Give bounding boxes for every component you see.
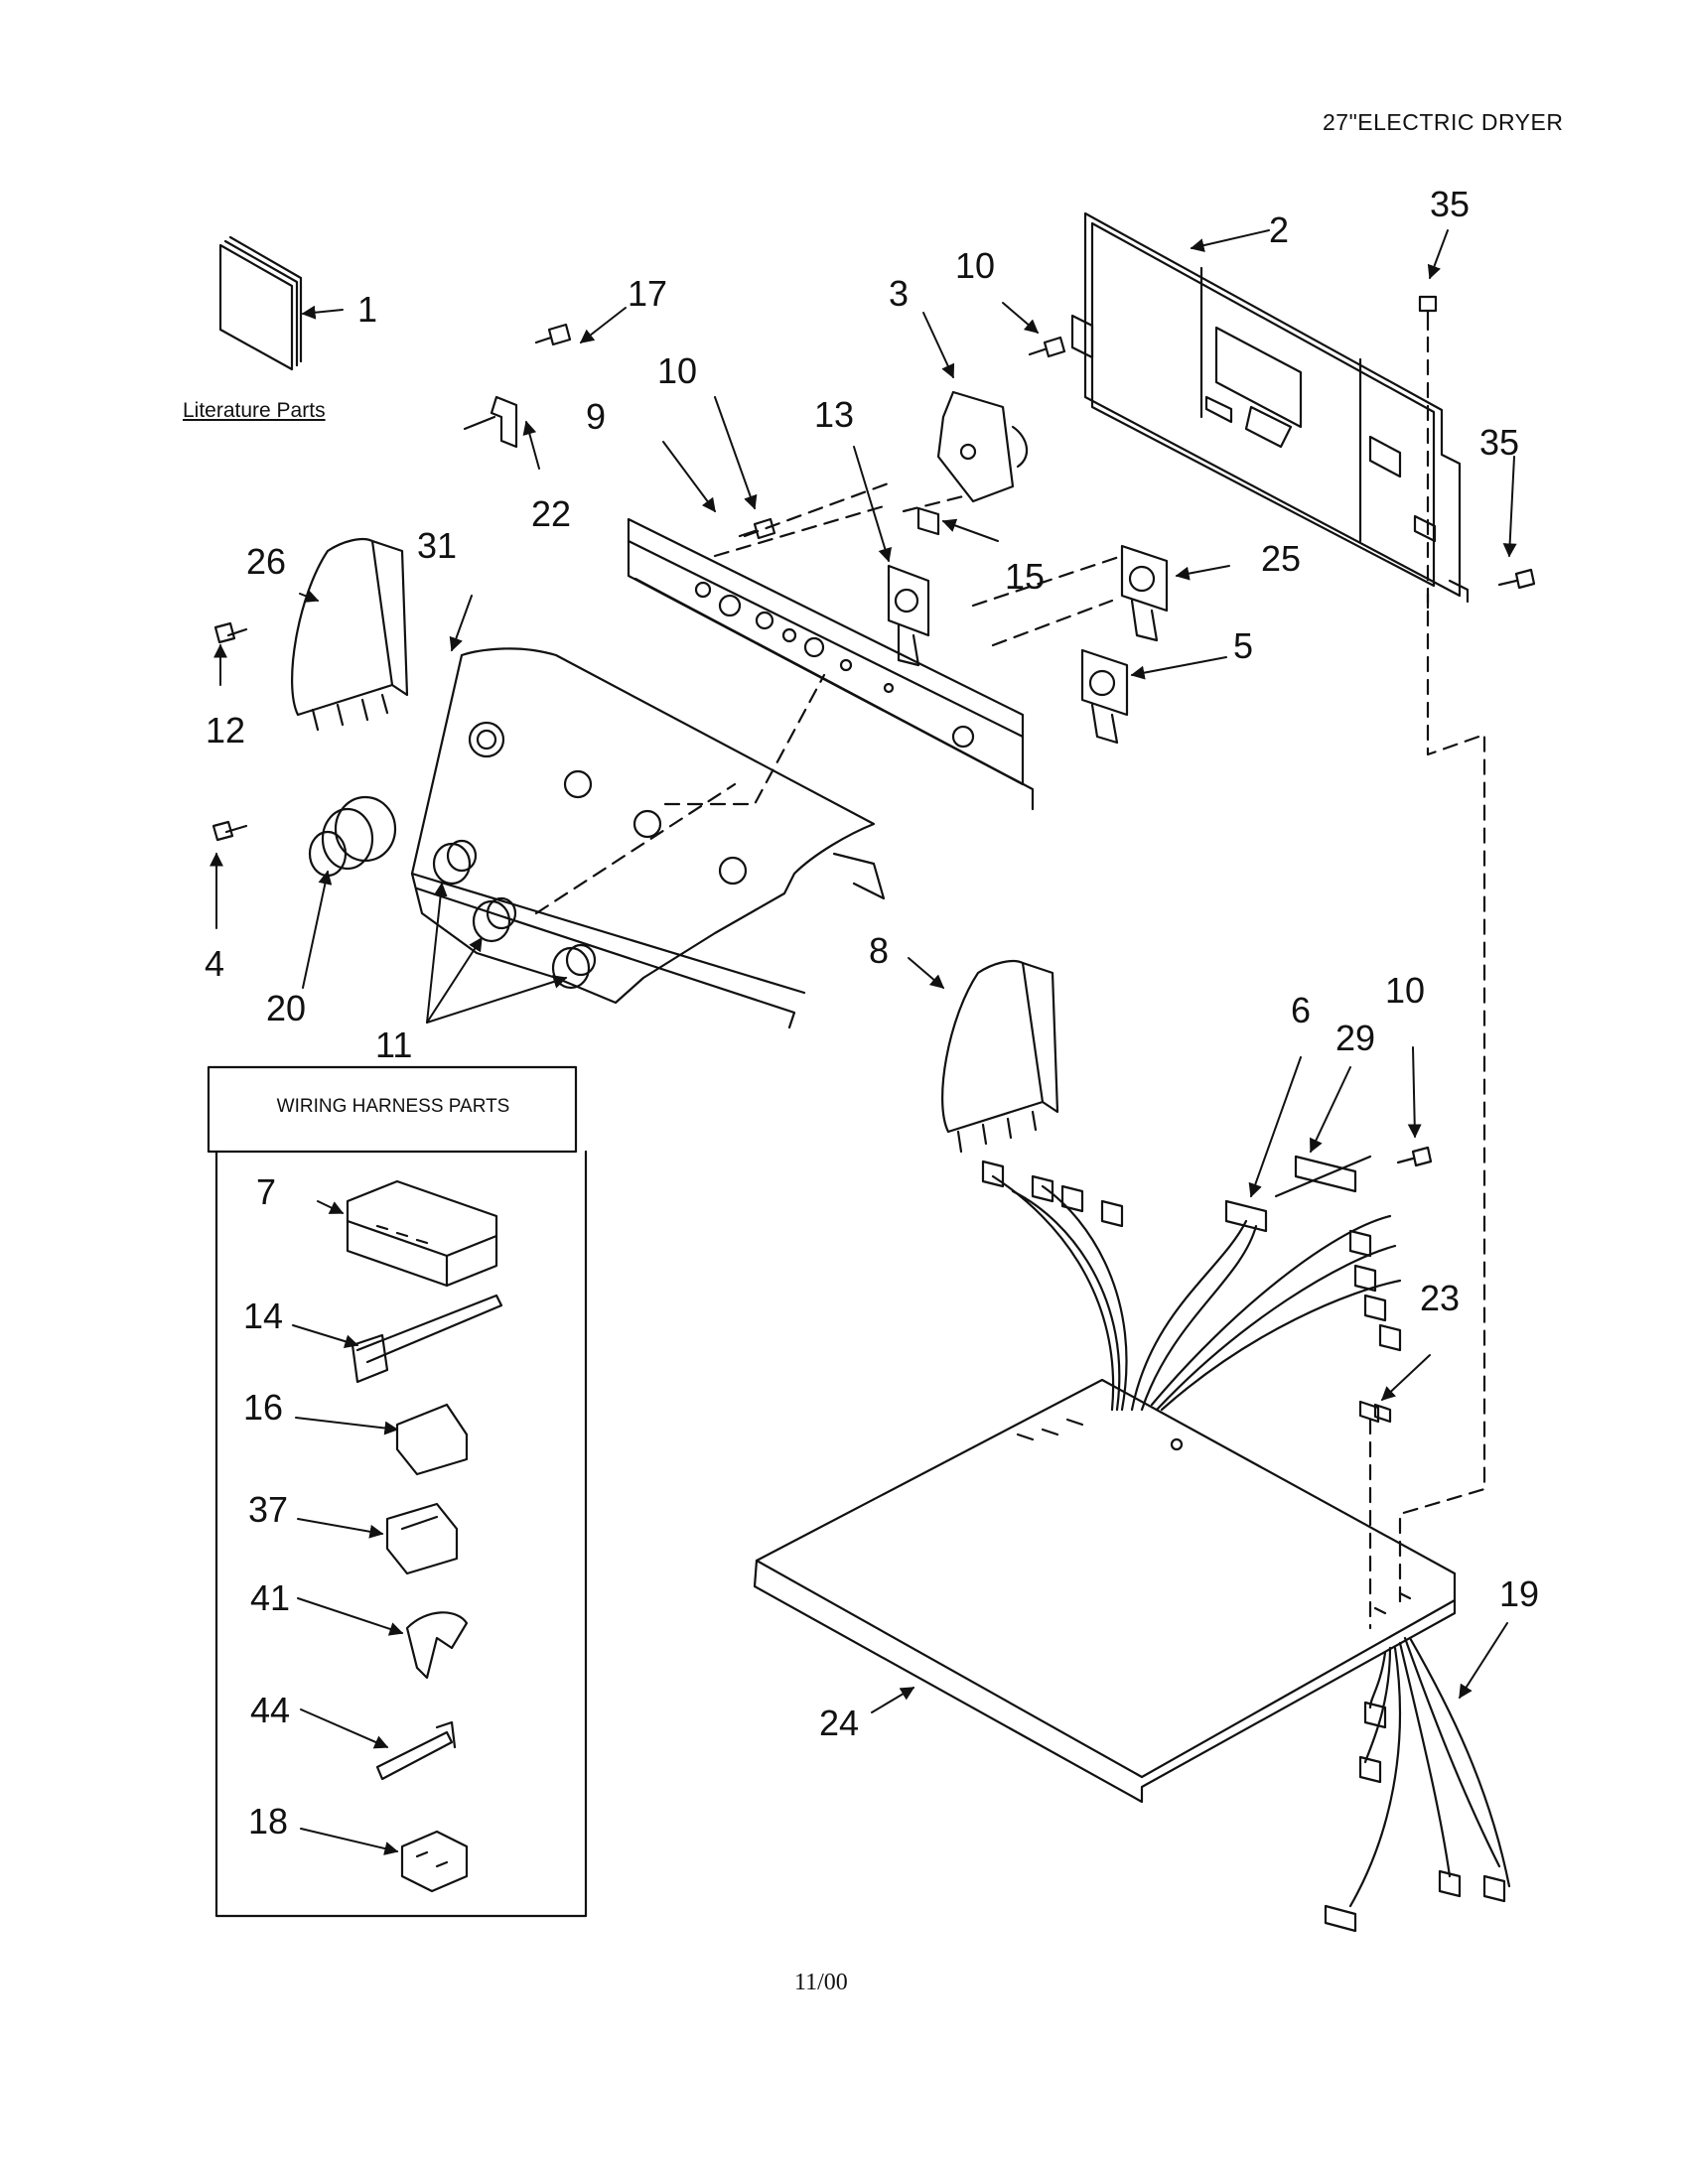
top-panel xyxy=(753,1378,1457,1804)
callout-35-top: 35 xyxy=(1430,184,1471,224)
callout-31: 31 xyxy=(417,525,458,566)
screw-10-c xyxy=(1396,1146,1433,1167)
wiring-harness xyxy=(981,1155,1402,1424)
knob-2 xyxy=(472,896,517,943)
screw-10-a xyxy=(738,517,776,540)
callout-35-right: 35 xyxy=(1479,422,1520,463)
screw-12 xyxy=(213,621,248,644)
timer xyxy=(936,390,1029,503)
cable-tie-14 xyxy=(351,1294,503,1384)
callout-9: 9 xyxy=(586,396,607,437)
wiring-harness-lower xyxy=(1324,1636,1511,1933)
callout-3: 3 xyxy=(889,273,910,314)
clip-22 xyxy=(463,395,518,449)
screw-10-b xyxy=(1028,336,1066,358)
page-date: 11/00 xyxy=(794,1970,848,1995)
callout-26: 26 xyxy=(246,541,287,582)
control-console xyxy=(410,647,886,1029)
screw-35-right xyxy=(1497,568,1536,590)
callout-12: 12 xyxy=(206,710,246,751)
control-bracket xyxy=(627,517,1035,811)
endcap-left xyxy=(291,537,409,732)
literature-parts-label: Literature Parts xyxy=(183,399,326,422)
wiring-harness-title: WIRING HARNESS PARTS xyxy=(276,1096,510,1117)
callout-13: 13 xyxy=(814,394,855,435)
connector-18 xyxy=(400,1830,469,1893)
connector-37 xyxy=(385,1502,459,1575)
knob-3 xyxy=(551,943,597,990)
callout-5: 5 xyxy=(1233,625,1254,666)
harness-part-41: 41 xyxy=(250,1577,291,1618)
endcap-right xyxy=(941,959,1059,1154)
knob-1 xyxy=(432,839,478,886)
callout-17: 17 xyxy=(628,273,668,314)
rear-panel xyxy=(1070,211,1470,604)
screw-35-top xyxy=(1418,295,1438,332)
callout-19: 19 xyxy=(1499,1573,1540,1614)
switch-15 xyxy=(916,506,940,536)
screw-17 xyxy=(534,323,572,346)
clip-23 xyxy=(1358,1400,1380,1424)
harness-part-44: 44 xyxy=(250,1690,291,1730)
timer-knob xyxy=(308,795,397,878)
literature-booklet xyxy=(218,235,303,371)
screw-4 xyxy=(211,820,248,842)
callout-20: 20 xyxy=(266,988,307,1028)
callout-10-bracket: 10 xyxy=(657,350,698,391)
switch-13 xyxy=(887,564,930,667)
harness-part-7: 7 xyxy=(256,1171,277,1212)
callout-22: 22 xyxy=(531,493,572,534)
callout-8: 8 xyxy=(869,930,890,971)
callout-10-timer: 10 xyxy=(955,245,996,286)
callout-23: 23 xyxy=(1420,1278,1461,1318)
callout-24: 24 xyxy=(819,1703,860,1743)
switch-5 xyxy=(1080,648,1129,745)
callout-15: 15 xyxy=(1005,556,1046,597)
callout-6: 6 xyxy=(1291,990,1312,1030)
callout-10-harness: 10 xyxy=(1385,970,1426,1011)
page-title: 27"ELECTRIC DRYER xyxy=(1323,109,1564,135)
callout-29: 29 xyxy=(1335,1018,1376,1058)
callout-25: 25 xyxy=(1261,538,1302,579)
harness-part-18: 18 xyxy=(248,1801,289,1842)
callout-4: 4 xyxy=(205,943,225,984)
clip-41 xyxy=(405,1611,469,1680)
terminal-44 xyxy=(375,1720,457,1781)
harness-part-16: 16 xyxy=(243,1387,284,1428)
harness-part-37: 37 xyxy=(248,1489,289,1530)
wiring-harness-parts-box xyxy=(207,1065,588,1918)
harness-part-14: 14 xyxy=(243,1296,284,1336)
connector-block-7 xyxy=(346,1179,498,1288)
callout-2: 2 xyxy=(1269,209,1290,250)
callout-11: 11 xyxy=(375,1024,413,1065)
callout-1: 1 xyxy=(357,289,378,330)
connector-16 xyxy=(395,1403,469,1476)
switch-25 xyxy=(1120,544,1169,642)
